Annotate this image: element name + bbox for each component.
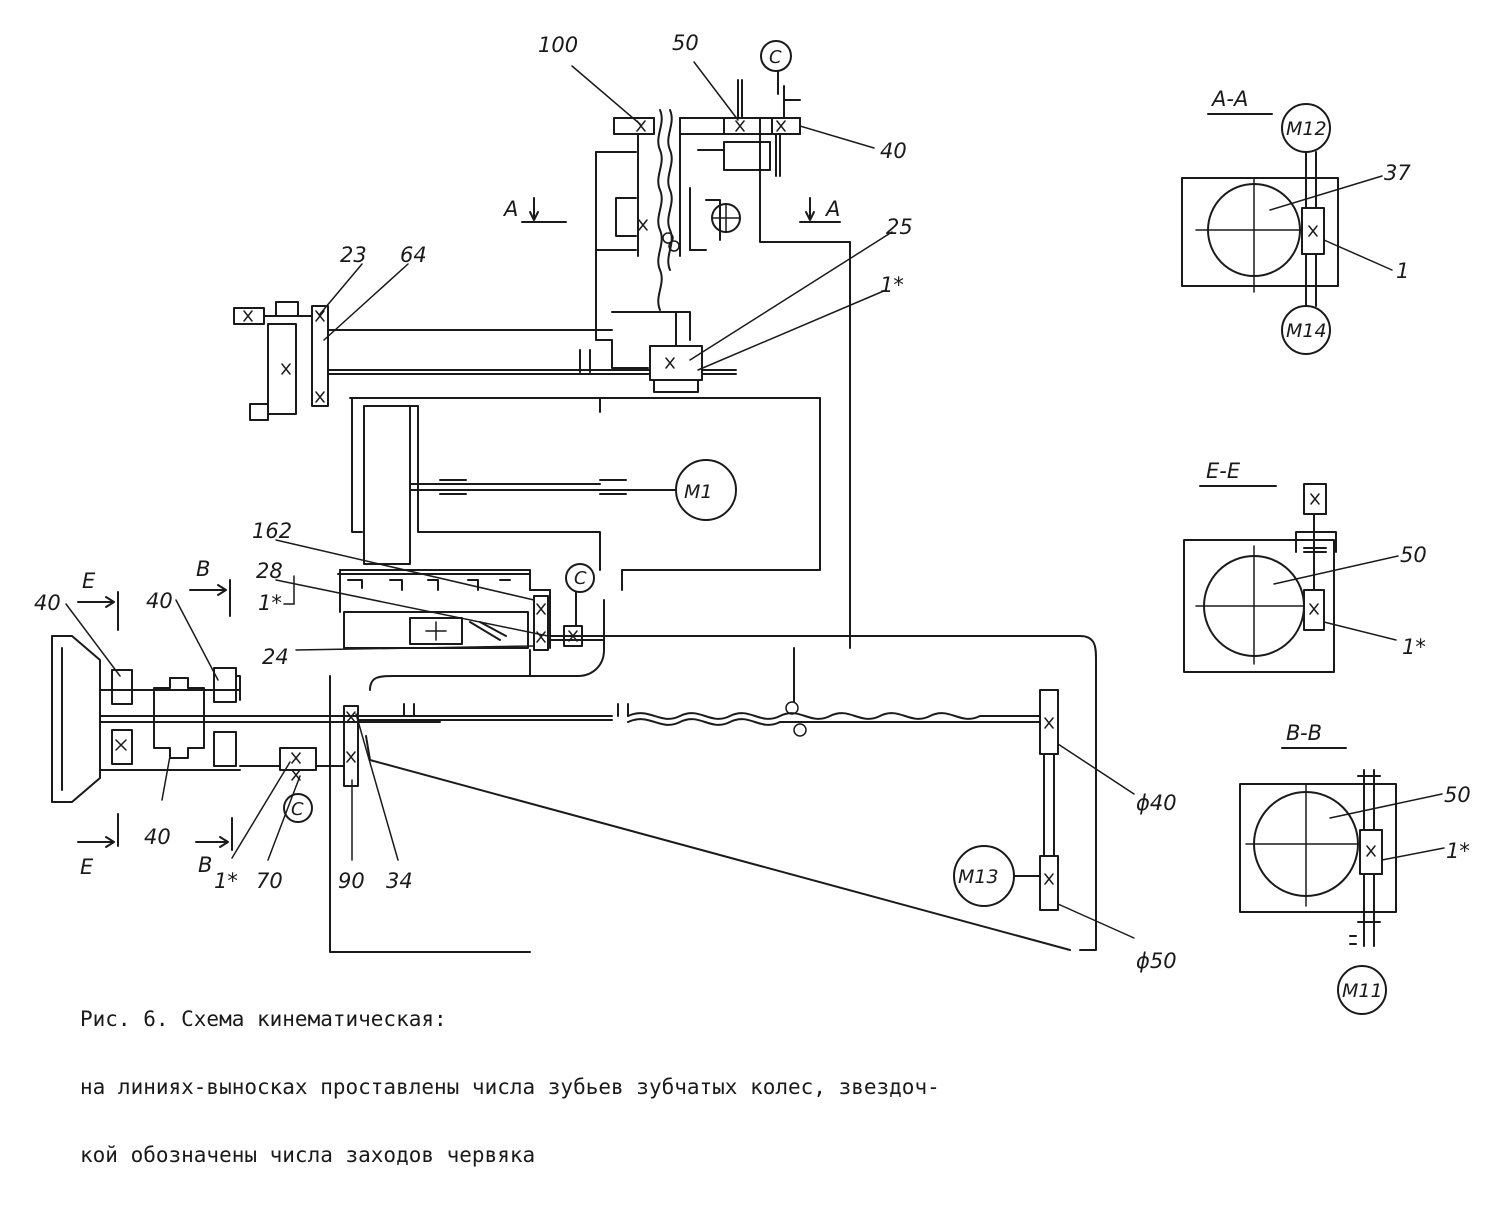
label-24: 24 [262, 645, 289, 669]
label-b-top: B [196, 557, 210, 581]
gear-34 [343, 705, 359, 787]
label-90: 90 [338, 869, 365, 893]
section-bb-title: B-B [1286, 721, 1322, 745]
label-162: 162 [252, 519, 292, 543]
top-assembly [521, 40, 851, 649]
section-aa-title: A-A [1210, 87, 1248, 111]
label-25: 25 [886, 215, 913, 239]
motor-m1-area [349, 397, 821, 591]
gear-40-top [771, 117, 801, 135]
label-100: 100 [538, 33, 578, 57]
gear-64 [311, 305, 329, 407]
label-bb-50: 50 [1444, 783, 1471, 807]
label-e-bottom: E [80, 855, 94, 879]
motor-m14 [1281, 305, 1331, 355]
label-50-top: 50 [672, 31, 699, 55]
label-e-top: E [82, 569, 96, 593]
label-m12: M12 [1286, 118, 1327, 140]
label-c-top: C [769, 47, 782, 68]
motor-m11 [1337, 965, 1387, 1015]
pulley-block [363, 405, 411, 565]
label-b-bottom: B [198, 853, 212, 877]
label-40-mid: 40 [146, 589, 173, 613]
label-phi40: ϕ40 [1136, 791, 1177, 815]
motor-m1 [675, 459, 737, 521]
label-ee-1star: 1* [1402, 635, 1426, 659]
label-1star-bottom: 1* [214, 869, 238, 893]
caption-line-2: на линиях-выносках проставлены числа зуб… [80, 1075, 940, 1099]
handwheel-shaft [233, 301, 737, 421]
clutch-center [153, 677, 205, 759]
figure-caption: Рис. 6. Схема кинематическая: на линиях-… [80, 968, 1080, 1206]
label-23: 23 [340, 243, 367, 267]
label-1star-top: 1* [880, 273, 904, 297]
clutch-c-mid [565, 563, 595, 593]
pulley-phi50 [1039, 855, 1059, 911]
worm-70 [279, 747, 317, 771]
gear-28 [533, 595, 549, 651]
gear-100 [613, 117, 655, 135]
label-a-right: A [824, 197, 840, 221]
label-34: 34 [386, 869, 413, 893]
worm-gear-25 [649, 345, 703, 381]
caption-line-1: Рис. 6. Схема кинематическая: [80, 1007, 447, 1031]
label-40-top: 40 [880, 139, 907, 163]
label-m1: M1 [684, 481, 712, 503]
label-28: 28 [256, 559, 283, 583]
label-bb-1star: 1* [1446, 839, 1470, 863]
clutch-c-top [760, 40, 792, 72]
faceplate [51, 635, 101, 803]
leader-lines [65, 61, 1135, 939]
pulley-phi40 [1039, 689, 1059, 755]
section-ee: E-E 50 1* [1183, 459, 1427, 673]
label-37: 37 [1384, 161, 1411, 185]
label-m13: M13 [958, 866, 999, 888]
label-m14: M14 [1286, 320, 1327, 342]
section-ee-title: E-E [1206, 459, 1241, 483]
label-40-bottom: 40 [144, 825, 171, 849]
label-40-left: 40 [34, 591, 61, 615]
label-m11: M11 [1342, 980, 1383, 1002]
section-bb: B-B M11 50 1* [1239, 721, 1471, 1015]
label-ee-50: 50 [1400, 543, 1427, 567]
main-labels: 100 50 40 C A A 25 1* 23 64 M1 162 28 1*… [34, 31, 1177, 973]
label-70: 70 [256, 869, 283, 893]
label-c-bottom: C [291, 799, 304, 820]
section-aa: A-A M12 M14 37 1 [1181, 87, 1411, 355]
label-1star-mid: 1* [258, 591, 282, 615]
kinematic-diagram: 100 50 40 C A A 25 1* 23 64 M1 162 28 1*… [34, 31, 1471, 1015]
caption-line-3: кой обозначены числа заходов червяка [80, 1143, 536, 1167]
label-c-mid: C [574, 568, 587, 589]
gear-50-top [723, 117, 761, 135]
label-64: 64 [400, 243, 427, 267]
label-phi50: ϕ50 [1136, 949, 1177, 973]
lead-screw-horizontal [627, 712, 1041, 720]
label-1: 1 [1396, 259, 1409, 283]
lead-screw-vertical [657, 109, 663, 311]
label-a-left: A [502, 197, 518, 221]
